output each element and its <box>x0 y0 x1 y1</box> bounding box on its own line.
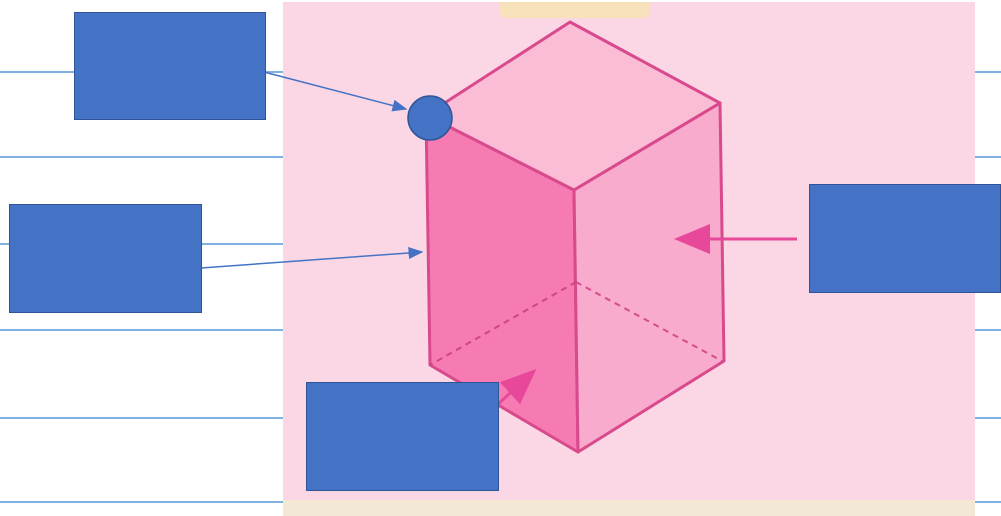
vertex-marker-icon <box>407 95 453 141</box>
base-label-box <box>306 382 499 491</box>
panel-top-tab <box>500 2 650 18</box>
panel-bottom-strip <box>283 500 975 516</box>
vertex-pointer-arrow <box>263 71 408 112</box>
hidden-edge <box>429 281 577 366</box>
face-label-box <box>809 184 1001 293</box>
prism-top-face <box>424 20 722 192</box>
hidden-edge <box>575 281 723 362</box>
edge-pointer-arrow <box>200 246 424 269</box>
vertex-label-box <box>74 12 266 120</box>
edge-label-box <box>9 204 202 313</box>
base-pointer-arrow <box>495 368 537 407</box>
